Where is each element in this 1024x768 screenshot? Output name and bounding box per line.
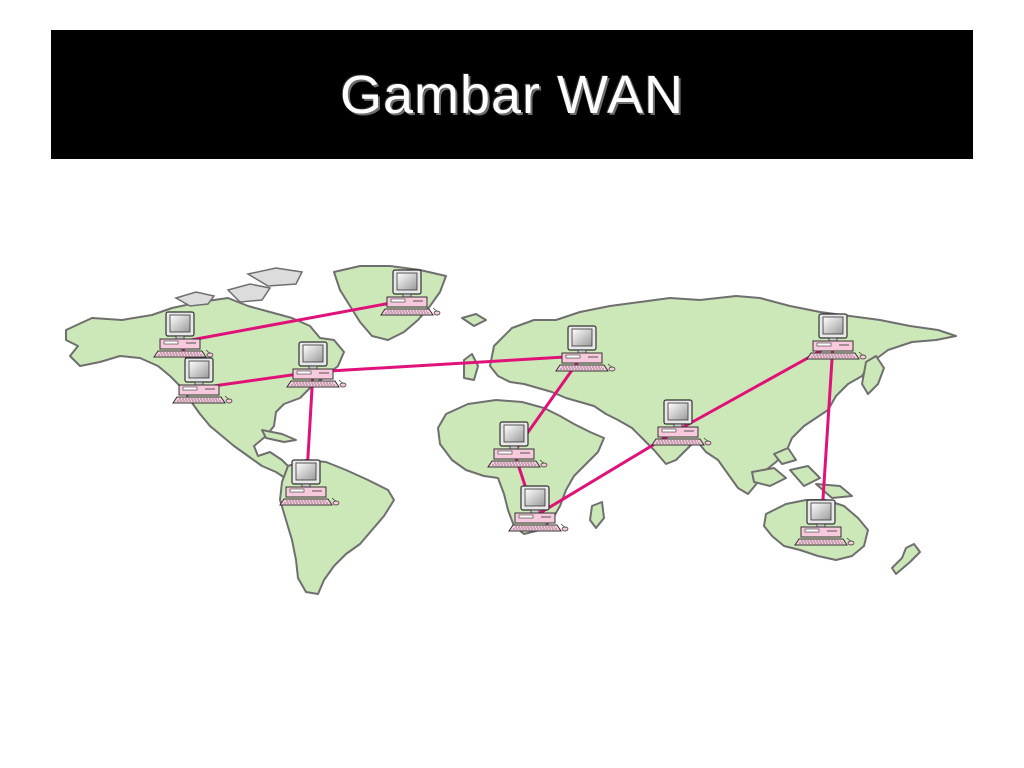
link-canada-greenland xyxy=(178,298,409,344)
japan-landmass xyxy=(861,355,885,395)
link-east-asia-australia xyxy=(819,342,835,532)
arctic-island-3 xyxy=(245,267,304,287)
madagascar xyxy=(589,501,605,529)
arctic-island-2 xyxy=(226,283,272,303)
caribbean-islands xyxy=(261,429,297,443)
new-zealand xyxy=(891,543,921,575)
iceland xyxy=(461,313,487,327)
slide-title: Gambar WAN xyxy=(339,64,685,125)
indonesia-island-2 xyxy=(789,465,821,487)
title-bar: Gambar WAN xyxy=(51,30,973,159)
link-usa-east-europe xyxy=(311,354,584,374)
borneo xyxy=(773,447,797,465)
new-guinea xyxy=(815,483,853,499)
arctic-islands xyxy=(174,291,216,307)
indonesia-island-1 xyxy=(751,467,787,487)
uk-landmass xyxy=(463,353,479,381)
